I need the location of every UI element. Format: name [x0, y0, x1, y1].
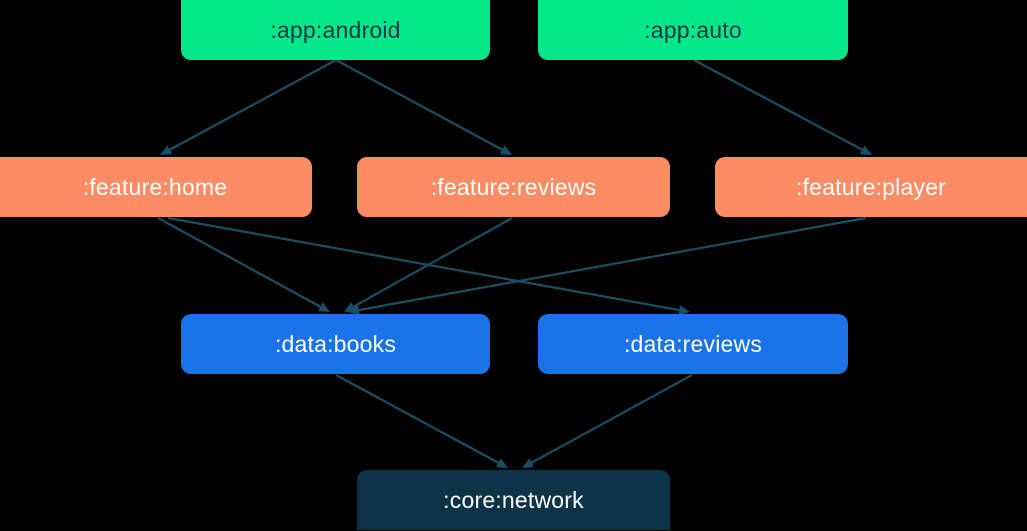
edge-line: [157, 217, 321, 308]
graph-node-core-network[interactable]: :core:network: [357, 470, 670, 530]
edge-line: [335, 374, 499, 464]
graph-edge-feature-home-to-data-books: [157, 217, 330, 312]
graph-node-label: :data:books: [274, 330, 397, 357]
graph-node-app-android[interactable]: :app:android: [181, 0, 490, 60]
graph-node-label: :feature:home: [82, 173, 228, 200]
graph-node-label: :feature:reviews: [430, 173, 597, 200]
edge-arrowhead-icon: [859, 145, 872, 155]
graph-node-app-auto[interactable]: :app:auto: [538, 0, 848, 60]
graph-node-feature-reviews[interactable]: :feature:reviews: [357, 157, 670, 217]
graph-node-label: :app:android: [270, 16, 401, 43]
edge-line: [358, 216, 867, 312]
graph-edge-feature-player-to-data-books: [348, 216, 867, 315]
graph-node-data-books[interactable]: :data:books: [181, 314, 490, 374]
graph-node-label: :app:auto: [644, 16, 742, 43]
graph-node-label: :core:network: [443, 486, 584, 513]
graph-node-data-reviews[interactable]: :data:reviews: [538, 314, 848, 374]
edge-line: [353, 217, 513, 308]
edge-arrowhead-icon: [495, 458, 508, 468]
edge-line: [531, 374, 693, 464]
edge-arrowhead-icon: [317, 302, 330, 312]
graph-edge-app-auto-to-feature-player: [693, 59, 872, 155]
edge-line: [169, 59, 337, 151]
graph-edge-app-android-to-feature-reviews: [335, 59, 512, 155]
edge-arrowhead-icon: [499, 145, 512, 155]
graph-node-label: :data:reviews: [623, 330, 763, 357]
graph-edge-feature-home-to-data-reviews: [167, 216, 690, 315]
edge-line: [167, 216, 680, 312]
graph-edge-feature-reviews-to-data-books: [344, 217, 513, 312]
graph-edge-data-books-to-core-network: [335, 374, 508, 468]
graph-edge-app-android-to-feature-home: [160, 59, 337, 155]
graph-node-feature-home[interactable]: :feature:home: [0, 157, 312, 217]
edge-line: [335, 59, 503, 151]
graph-edge-data-reviews-to-core-network: [522, 374, 693, 468]
edge-line: [693, 59, 863, 151]
graph-node-feature-player[interactable]: :feature:player: [715, 157, 1027, 217]
edge-arrowhead-icon: [522, 458, 535, 468]
edge-arrowhead-icon: [160, 145, 173, 155]
graph-node-label: :feature:player: [795, 173, 947, 200]
edge-arrowhead-icon: [344, 302, 357, 312]
